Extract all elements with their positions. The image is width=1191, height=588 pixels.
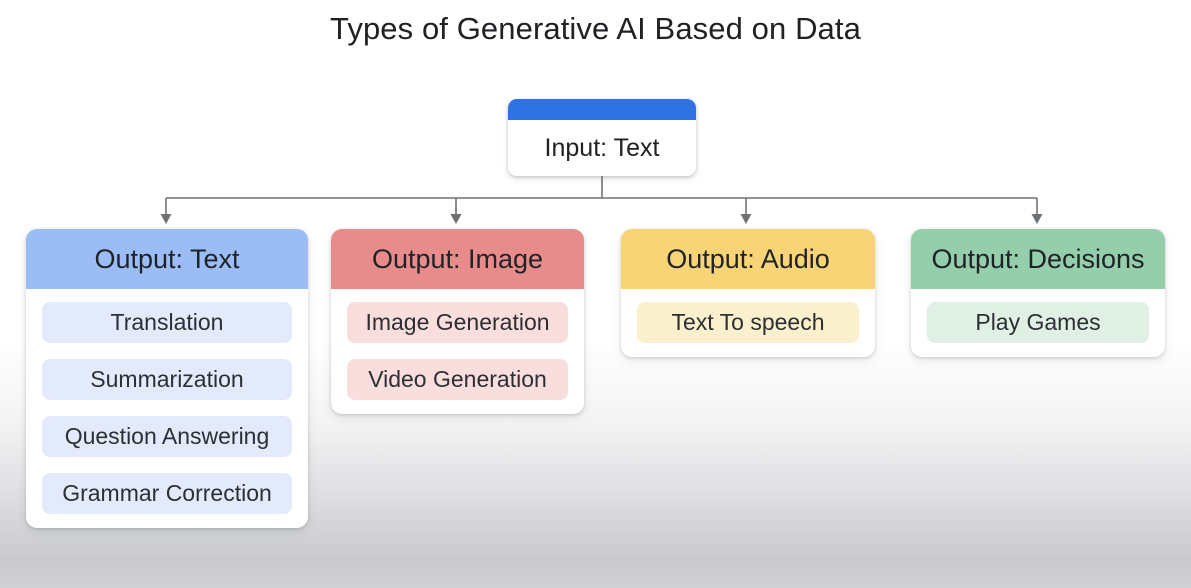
list-item[interactable]: Translation <box>42 302 292 343</box>
connector-arrow-3 <box>1031 214 1043 224</box>
output-card-decisions-header: Output: Decisions <box>911 229 1165 289</box>
output-card-text-header: Output: Text <box>26 229 308 289</box>
input-node-accent-bar <box>508 99 696 120</box>
input-node-label: Input: Text <box>508 120 696 176</box>
connector-arrow-1 <box>450 214 462 224</box>
output-card-image-items: Image Generation Video Generation <box>331 289 584 400</box>
list-item[interactable]: Text To speech <box>637 302 859 343</box>
output-card-decisions[interactable]: Output: Decisions Play Games <box>911 229 1165 357</box>
output-card-image-header: Output: Image <box>331 229 584 289</box>
output-card-text[interactable]: Output: Text Translation Summarization Q… <box>26 229 308 528</box>
list-item[interactable]: Grammar Correction <box>42 473 292 514</box>
connector-arrow-2 <box>740 214 752 224</box>
output-card-audio-header: Output: Audio <box>621 229 875 289</box>
list-item[interactable]: Summarization <box>42 359 292 400</box>
connector-arrow-0 <box>160 214 172 224</box>
input-node[interactable]: Input: Text <box>508 99 696 176</box>
list-item[interactable]: Play Games <box>927 302 1149 343</box>
output-card-text-items: Translation Summarization Question Answe… <box>26 289 308 514</box>
list-item[interactable]: Video Generation <box>347 359 568 400</box>
output-card-audio-items: Text To speech <box>621 289 875 343</box>
list-item[interactable]: Question Answering <box>42 416 292 457</box>
page-title: Types of Generative AI Based on Data <box>330 11 861 46</box>
list-item[interactable]: Image Generation <box>347 302 568 343</box>
output-card-decisions-items: Play Games <box>911 289 1165 343</box>
output-card-image[interactable]: Output: Image Image Generation Video Gen… <box>331 229 584 414</box>
output-card-audio[interactable]: Output: Audio Text To speech <box>621 229 875 357</box>
